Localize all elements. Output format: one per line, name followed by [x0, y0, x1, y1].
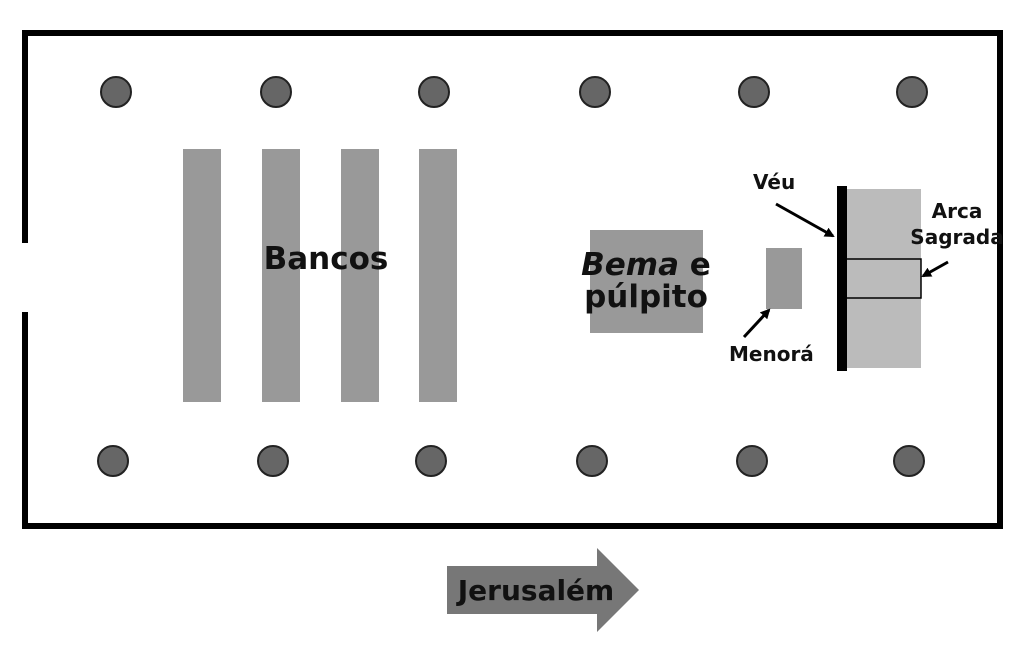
column	[100, 76, 132, 108]
bench	[419, 149, 457, 402]
column	[893, 445, 925, 477]
column	[97, 445, 129, 477]
bancos-label: Bancos	[264, 241, 389, 277]
column	[257, 445, 289, 477]
bema-conj-text: e	[679, 247, 711, 283]
bench	[341, 149, 379, 402]
column	[736, 445, 768, 477]
columns-bottom-row	[97, 445, 925, 477]
bench	[262, 149, 300, 402]
arca-label-line2: Sagrada	[910, 225, 1003, 249]
arca-label-line1: Arca	[932, 199, 983, 223]
column	[260, 76, 292, 108]
pulpito-label: púlpito	[584, 279, 708, 315]
veu-pointer-arrow	[775, 202, 835, 238]
column	[896, 76, 928, 108]
menora-label: Menorá	[729, 342, 814, 366]
bema-label: Bema e	[581, 247, 711, 283]
ark-area	[843, 189, 921, 368]
column	[738, 76, 770, 108]
menora-pointer-arrow	[742, 308, 771, 339]
column	[579, 76, 611, 108]
column	[576, 445, 608, 477]
jerusalem-label: Jerusalém	[456, 574, 614, 607]
arca-pointer-arrow	[921, 260, 949, 278]
building-wall	[22, 30, 1003, 529]
column	[418, 76, 450, 108]
column	[415, 445, 447, 477]
bema-italic-text: Bema	[581, 247, 679, 283]
veu-label: Véu	[753, 170, 795, 194]
columns-top-row	[100, 76, 928, 108]
benches	[183, 149, 457, 402]
veil-bar	[837, 186, 847, 371]
bema-platform	[590, 230, 703, 333]
bench	[183, 149, 221, 402]
menorah-box	[766, 248, 802, 309]
jerusalem-direction-arrow	[447, 548, 639, 632]
